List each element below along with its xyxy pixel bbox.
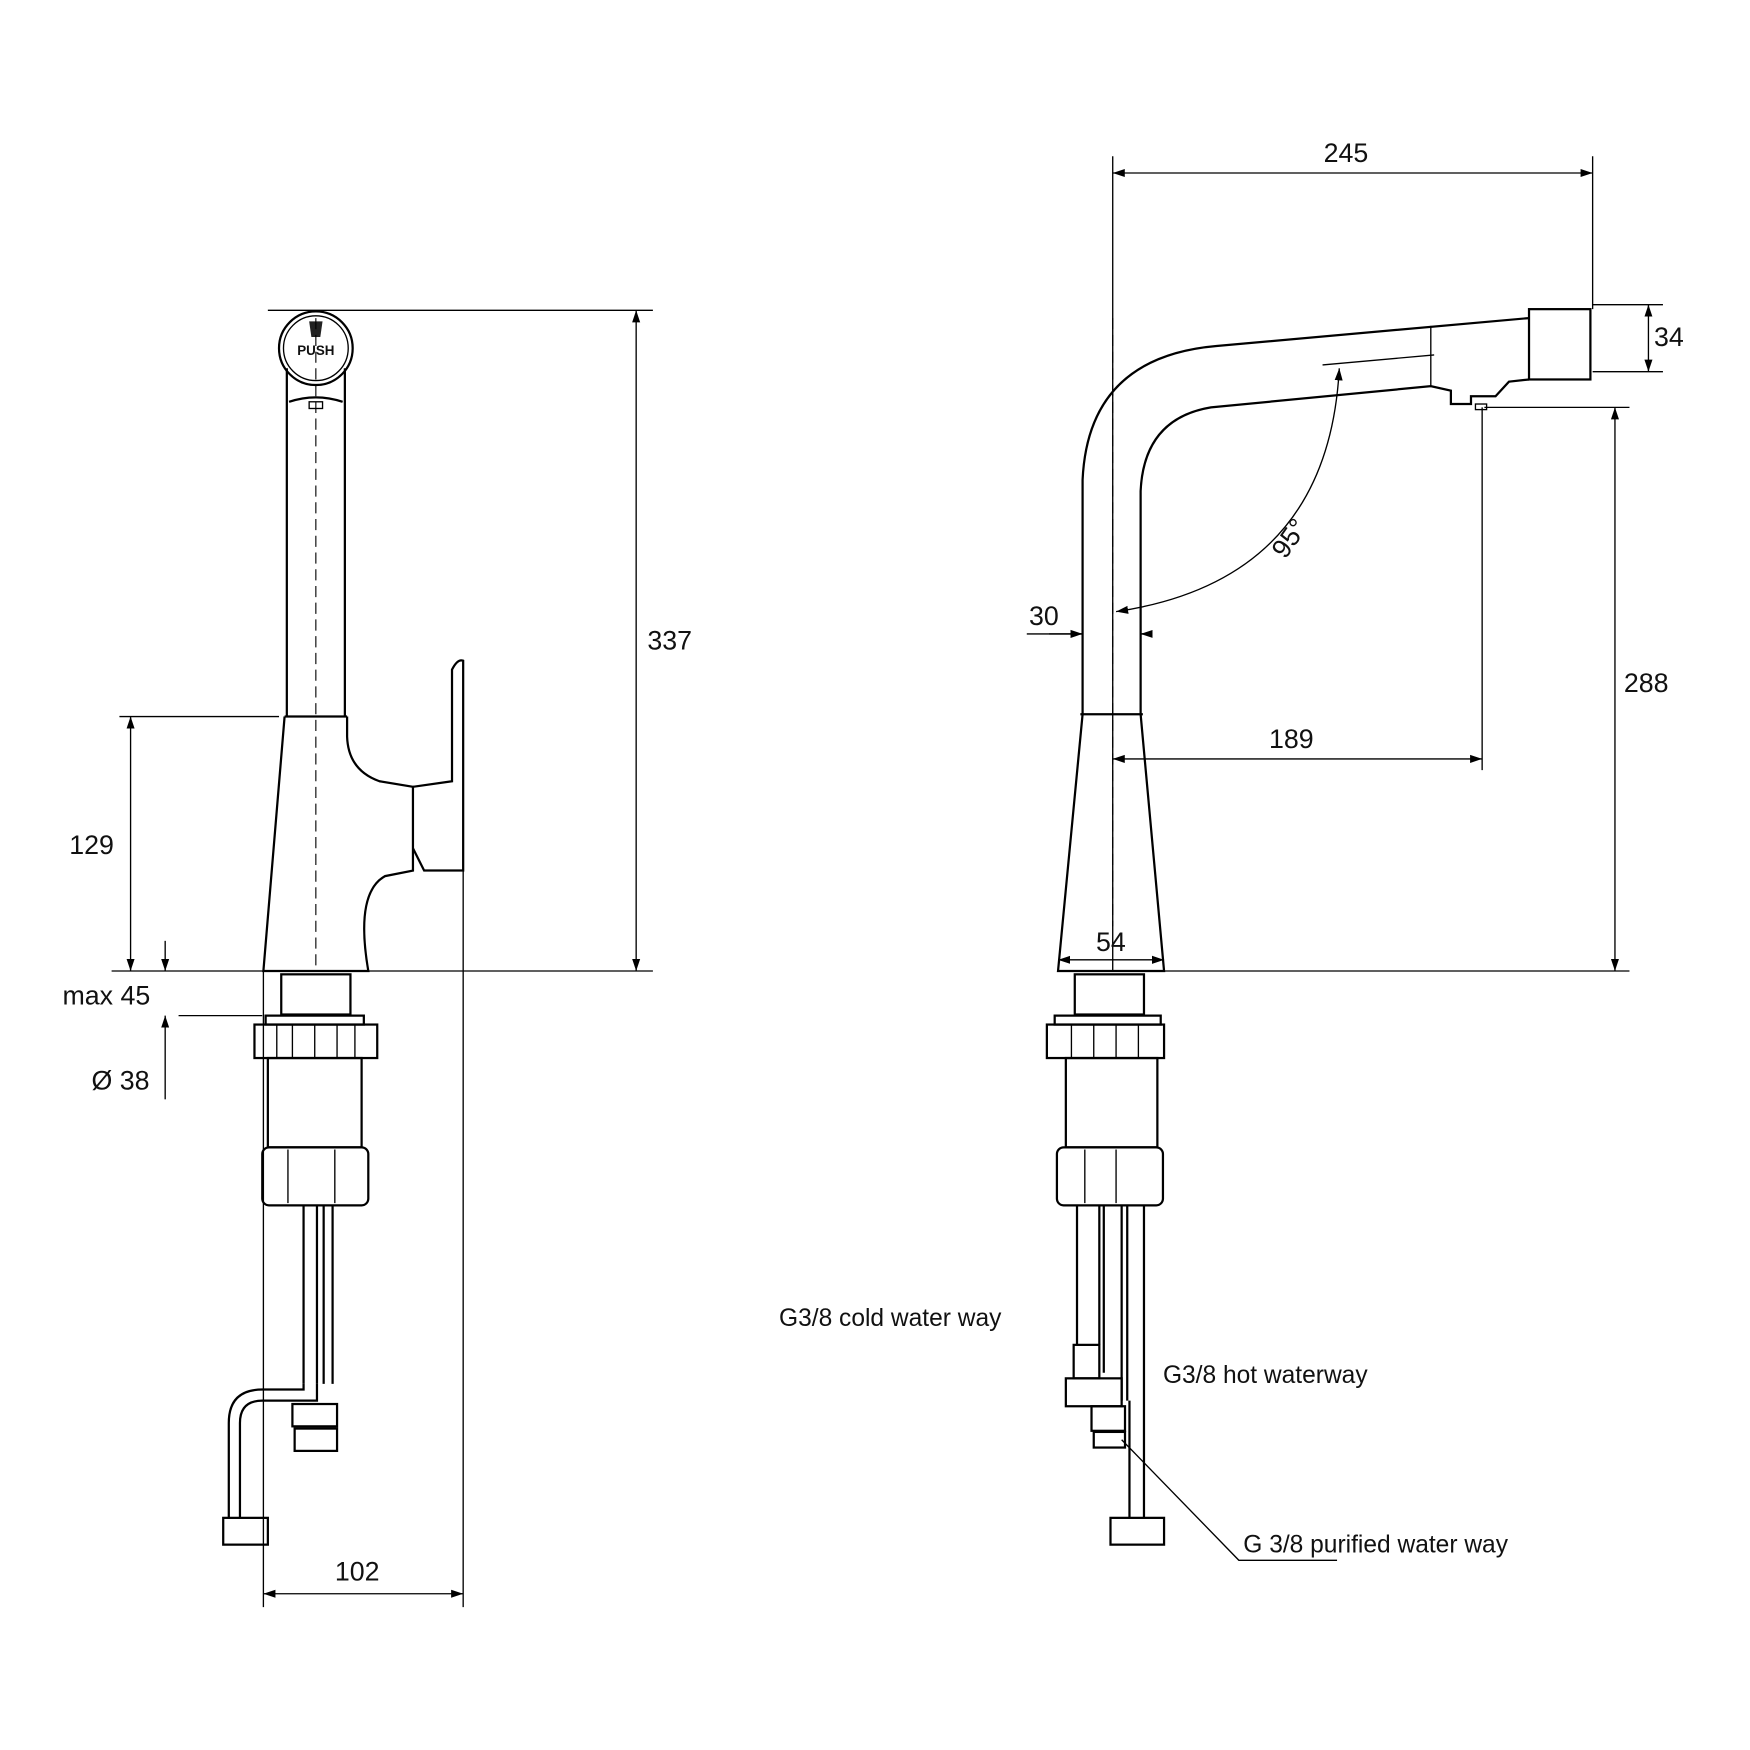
dim-337: 337 bbox=[647, 626, 692, 656]
dim-54: 54 bbox=[1096, 927, 1126, 957]
spout bbox=[1081, 316, 1530, 715]
dim-288: 288 bbox=[1624, 668, 1669, 698]
dim-34: 34 bbox=[1654, 322, 1684, 352]
label-purified-water-way: G 3/8 purified water way bbox=[1243, 1531, 1508, 1558]
faucet-body-right bbox=[1056, 714, 1166, 973]
left-side-view: PUSH 337 129 max 45 Ø 38 102 bbox=[62, 309, 692, 1608]
lever-handle bbox=[411, 659, 465, 872]
push-label: PUSH bbox=[297, 343, 334, 358]
label-cold-water-way: G3/8 cold water way bbox=[779, 1305, 1002, 1332]
faucet-body bbox=[262, 716, 415, 973]
dim-189: 189 bbox=[1269, 724, 1314, 754]
dim-max-45: max 45 bbox=[62, 980, 150, 1010]
label-hot-waterway: G3/8 hot waterway bbox=[1163, 1362, 1368, 1389]
dim-245: 245 bbox=[1324, 138, 1369, 168]
right-side-view: 245 34 288 189 30 54 95° G3/8 cold water… bbox=[779, 138, 1684, 1561]
dim-30: 30 bbox=[1029, 601, 1059, 631]
dim-95-degrees: 95° bbox=[1266, 513, 1314, 563]
spout-head bbox=[1527, 308, 1592, 381]
dim-129: 129 bbox=[69, 830, 114, 860]
dim-102: 102 bbox=[335, 1556, 380, 1586]
dim-diameter-38: Ø 38 bbox=[92, 1065, 150, 1095]
